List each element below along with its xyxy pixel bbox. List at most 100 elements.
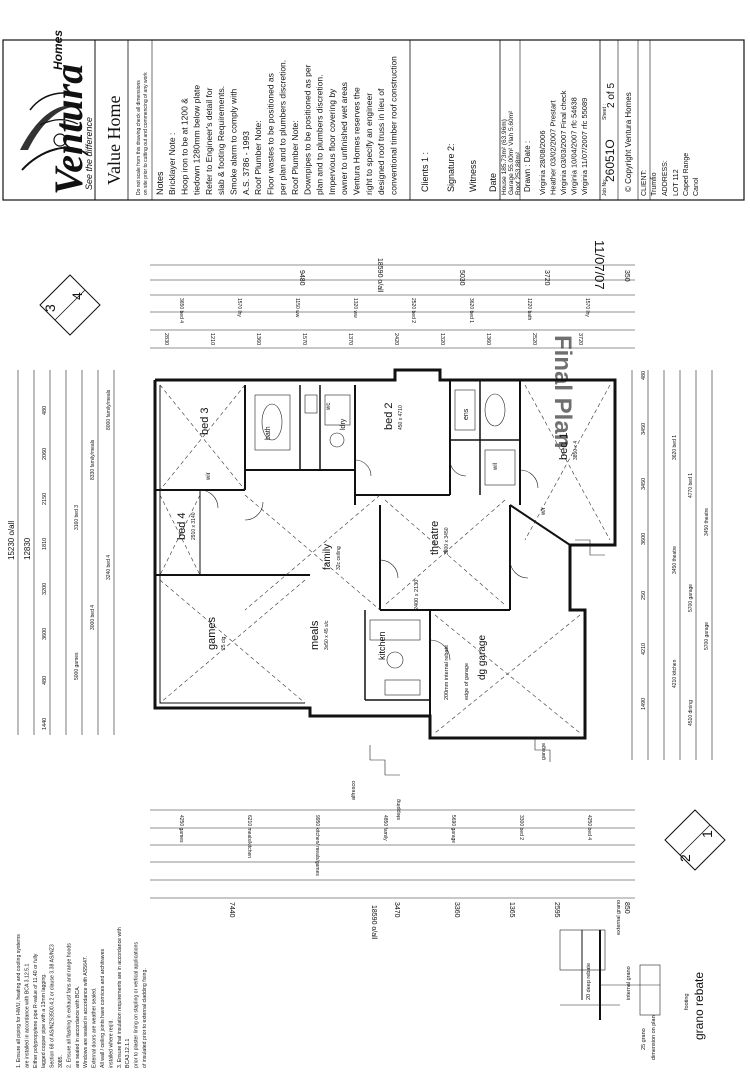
section-marker-bottom: 2 1 <box>664 809 726 871</box>
note-line: Bricklayer Note : <box>167 133 177 195</box>
brand-top: Homes <box>51 30 65 70</box>
dimension-label: 3240 bed 4 <box>106 555 112 580</box>
footer-note: Windows are sealed in accordance with AS… <box>83 956 89 1068</box>
revision-line: Virginia 11/07/2007 rfc 55089 <box>580 98 589 195</box>
dimension-value: 1440 <box>42 718 48 730</box>
plan-note: 200mm internal rebate <box>444 645 450 700</box>
revision-line: Virginia 03/03/2007 Final check <box>559 90 568 195</box>
dimension-value: 9480 <box>298 270 305 286</box>
drawn-label: Drawn : Date : <box>523 141 532 192</box>
dimension-value: 2420 <box>393 333 399 345</box>
job-no: 26051O <box>603 139 617 182</box>
dimension-value: 1570 <box>301 333 307 345</box>
construction-notes: 1. Ensure all piping for HWU, heating an… <box>16 927 148 1068</box>
room-ceiling: 2910 x 3140 <box>191 512 197 540</box>
room-name: bed 3 <box>199 407 211 435</box>
dimension-value: 480 <box>641 371 647 380</box>
note-line: A.S. 3786 - 1993 <box>241 131 251 195</box>
room-name: wil <box>493 463 499 471</box>
dimension-value: 3720 <box>543 270 550 286</box>
dimension-label: 5690 garage <box>450 815 456 843</box>
dimension-value: 3720 <box>577 333 583 345</box>
section-top-a: 3 <box>42 304 58 312</box>
dimension-label: 1570 lhy <box>584 298 590 317</box>
client-name: Trumfio <box>651 172 658 196</box>
room-ceiling: 3800 x 3450 <box>444 527 450 555</box>
dimension-label: 1320 ww <box>352 298 358 318</box>
dimension-label: 4250 bed 4 <box>586 815 592 840</box>
dimension-label: 3650 bed 4 <box>178 298 184 323</box>
note-line: per plan and to plumbers discretion. <box>278 60 288 195</box>
detail-title: grano rebate <box>692 972 706 1040</box>
footer-note: of insulated prior to external cladding … <box>142 968 148 1068</box>
area-line: Garage 55.00m² Vlah 5.60m² <box>508 110 515 195</box>
door-swings <box>199 459 539 661</box>
room-name: bed 2 <box>383 402 395 430</box>
disclaimer-1: Do not scale from this drawing check all… <box>136 80 142 195</box>
dimension-label: 3160 bed 3 <box>74 505 80 530</box>
footer-note: 2. Ensure all flashing in exhaust fans a… <box>66 943 72 1068</box>
footer-note: Section 68 of AS/NZS3500.4.2 or clause 3… <box>50 944 56 1068</box>
note-line: Roof Plumber Note: <box>290 120 300 195</box>
signature-label: Signature 2: <box>446 143 456 192</box>
dimension-value: 1210 <box>209 333 215 345</box>
revision-line: Heather 03/02/2007 Prestart <box>549 99 558 195</box>
section-top-b: 4 <box>69 292 85 300</box>
note-line: designed roof truss in lieu of <box>376 88 386 195</box>
room-name: ens <box>463 408 470 420</box>
steps <box>369 539 605 776</box>
detail-label: 20 deep rebate <box>586 963 592 1000</box>
dimension-label: 6210 meals/kitchen <box>246 815 252 858</box>
dimension-value: 4210 <box>641 643 647 655</box>
room-name: kitchen <box>377 631 387 660</box>
copyright: © Copyright Ventura Homes <box>624 92 633 192</box>
dimension-value: 3450 <box>641 423 647 435</box>
room-name: bath <box>265 426 272 440</box>
room-name: meals <box>309 620 321 650</box>
dimension-value: 1320 <box>439 333 445 345</box>
dimension-value: 1360 <box>485 333 491 345</box>
footer-note: lagged copper pipe with a 13mm lagging. <box>41 973 47 1068</box>
dimension-label: 1570 lhy <box>236 298 242 317</box>
footer-note: prior to plaster lining on stapling or v… <box>134 942 140 1068</box>
note-line: Ventura Homes reserves the <box>352 87 362 195</box>
room-name: bed 1 <box>558 432 570 460</box>
design-name: Value Home <box>104 96 124 185</box>
footer-note: 3. Ensure that insulation requirements a… <box>117 927 123 1068</box>
dimension-label: 1150 ww <box>294 298 300 318</box>
detail-label: internal grano <box>626 966 632 1000</box>
plan-note: edge of garage <box>464 663 470 700</box>
witness-label: Witness <box>468 159 478 192</box>
dimension-value: 2060 <box>42 448 48 460</box>
overall-length-bottom: 18590 o/all <box>370 905 377 940</box>
dimension-label: 5000 games <box>74 652 80 680</box>
dimension-value: 480 <box>42 406 48 415</box>
dimension-value: 2595 <box>553 902 560 918</box>
room-name: bed 4 <box>176 512 188 540</box>
dimension-value: 250 <box>641 591 647 600</box>
room-name: ldry <box>340 418 347 430</box>
footer-note: 1. Ensure all piping for HWU, heating an… <box>16 934 22 1068</box>
address-line: Caped Range <box>683 153 690 196</box>
dimension-value: 3360 <box>453 902 460 918</box>
note-line: Floor wastes to be positioned as <box>265 73 275 195</box>
plan-note: stepping <box>396 799 402 820</box>
room-name: family <box>322 544 333 570</box>
dimension-label: 9950 kitchen/ meals/games <box>314 815 320 876</box>
room-ceiling: 25 clg <box>221 636 227 650</box>
dimension-value: 350 <box>623 270 630 282</box>
dimension-label: 3450 theatre <box>704 508 710 536</box>
note-line: right to specify an engineer <box>364 93 374 195</box>
detail-label: footing <box>684 993 690 1010</box>
dimension-value: 2150 <box>42 493 48 505</box>
room-ceiling: 450 x 4710 <box>398 405 404 430</box>
dimension-value: 1360 <box>255 333 261 345</box>
address-line: Canol <box>693 177 700 196</box>
dimension-value: 3600 <box>42 628 48 640</box>
date-label: Date <box>488 173 498 192</box>
room-ceiling: 32c ceiling <box>336 546 342 570</box>
address-line: LOT 112 <box>673 169 680 196</box>
ventura-logo: Ventura Homes See the difference <box>20 30 94 195</box>
